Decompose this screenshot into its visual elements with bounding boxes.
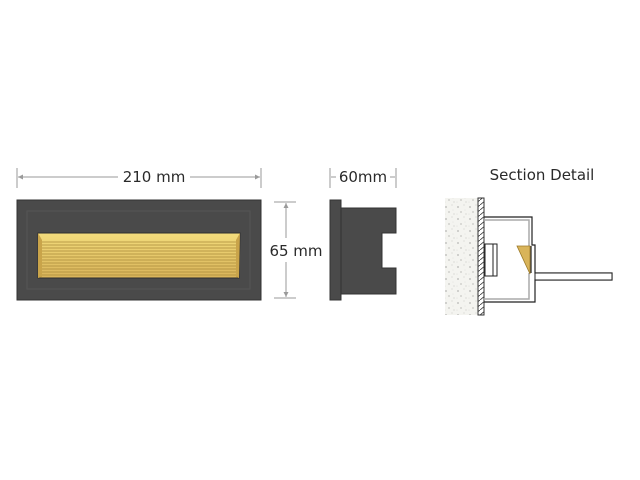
led-diffuser — [516, 245, 531, 275]
height-label: 65 mm — [269, 242, 322, 260]
fixture-flange — [329, 199, 342, 301]
section-title: Section Detail — [490, 166, 595, 184]
wall-finish-hatch — [477, 197, 485, 316]
height-dimension: 65 mm — [269, 201, 323, 299]
housing-outline — [484, 216, 613, 303]
housing-inner-line — [484, 219, 530, 300]
mounting-arm — [534, 272, 613, 281]
fixture-side-body — [340, 207, 397, 295]
side-view: 60mm — [329, 168, 397, 301]
depth-label: 60mm — [339, 168, 387, 186]
width-label: 210 mm — [123, 168, 186, 186]
driver-block — [484, 243, 498, 277]
depth-dimension: 60mm — [329, 168, 397, 188]
light-diffuser-panel — [37, 232, 241, 279]
wall-concrete — [445, 198, 478, 315]
front-view: 210 mm — [16, 168, 323, 301]
fixture-bezel — [26, 210, 251, 290]
width-dimension: 210 mm — [16, 168, 262, 188]
section-detail: Section Detail — [445, 166, 613, 316]
